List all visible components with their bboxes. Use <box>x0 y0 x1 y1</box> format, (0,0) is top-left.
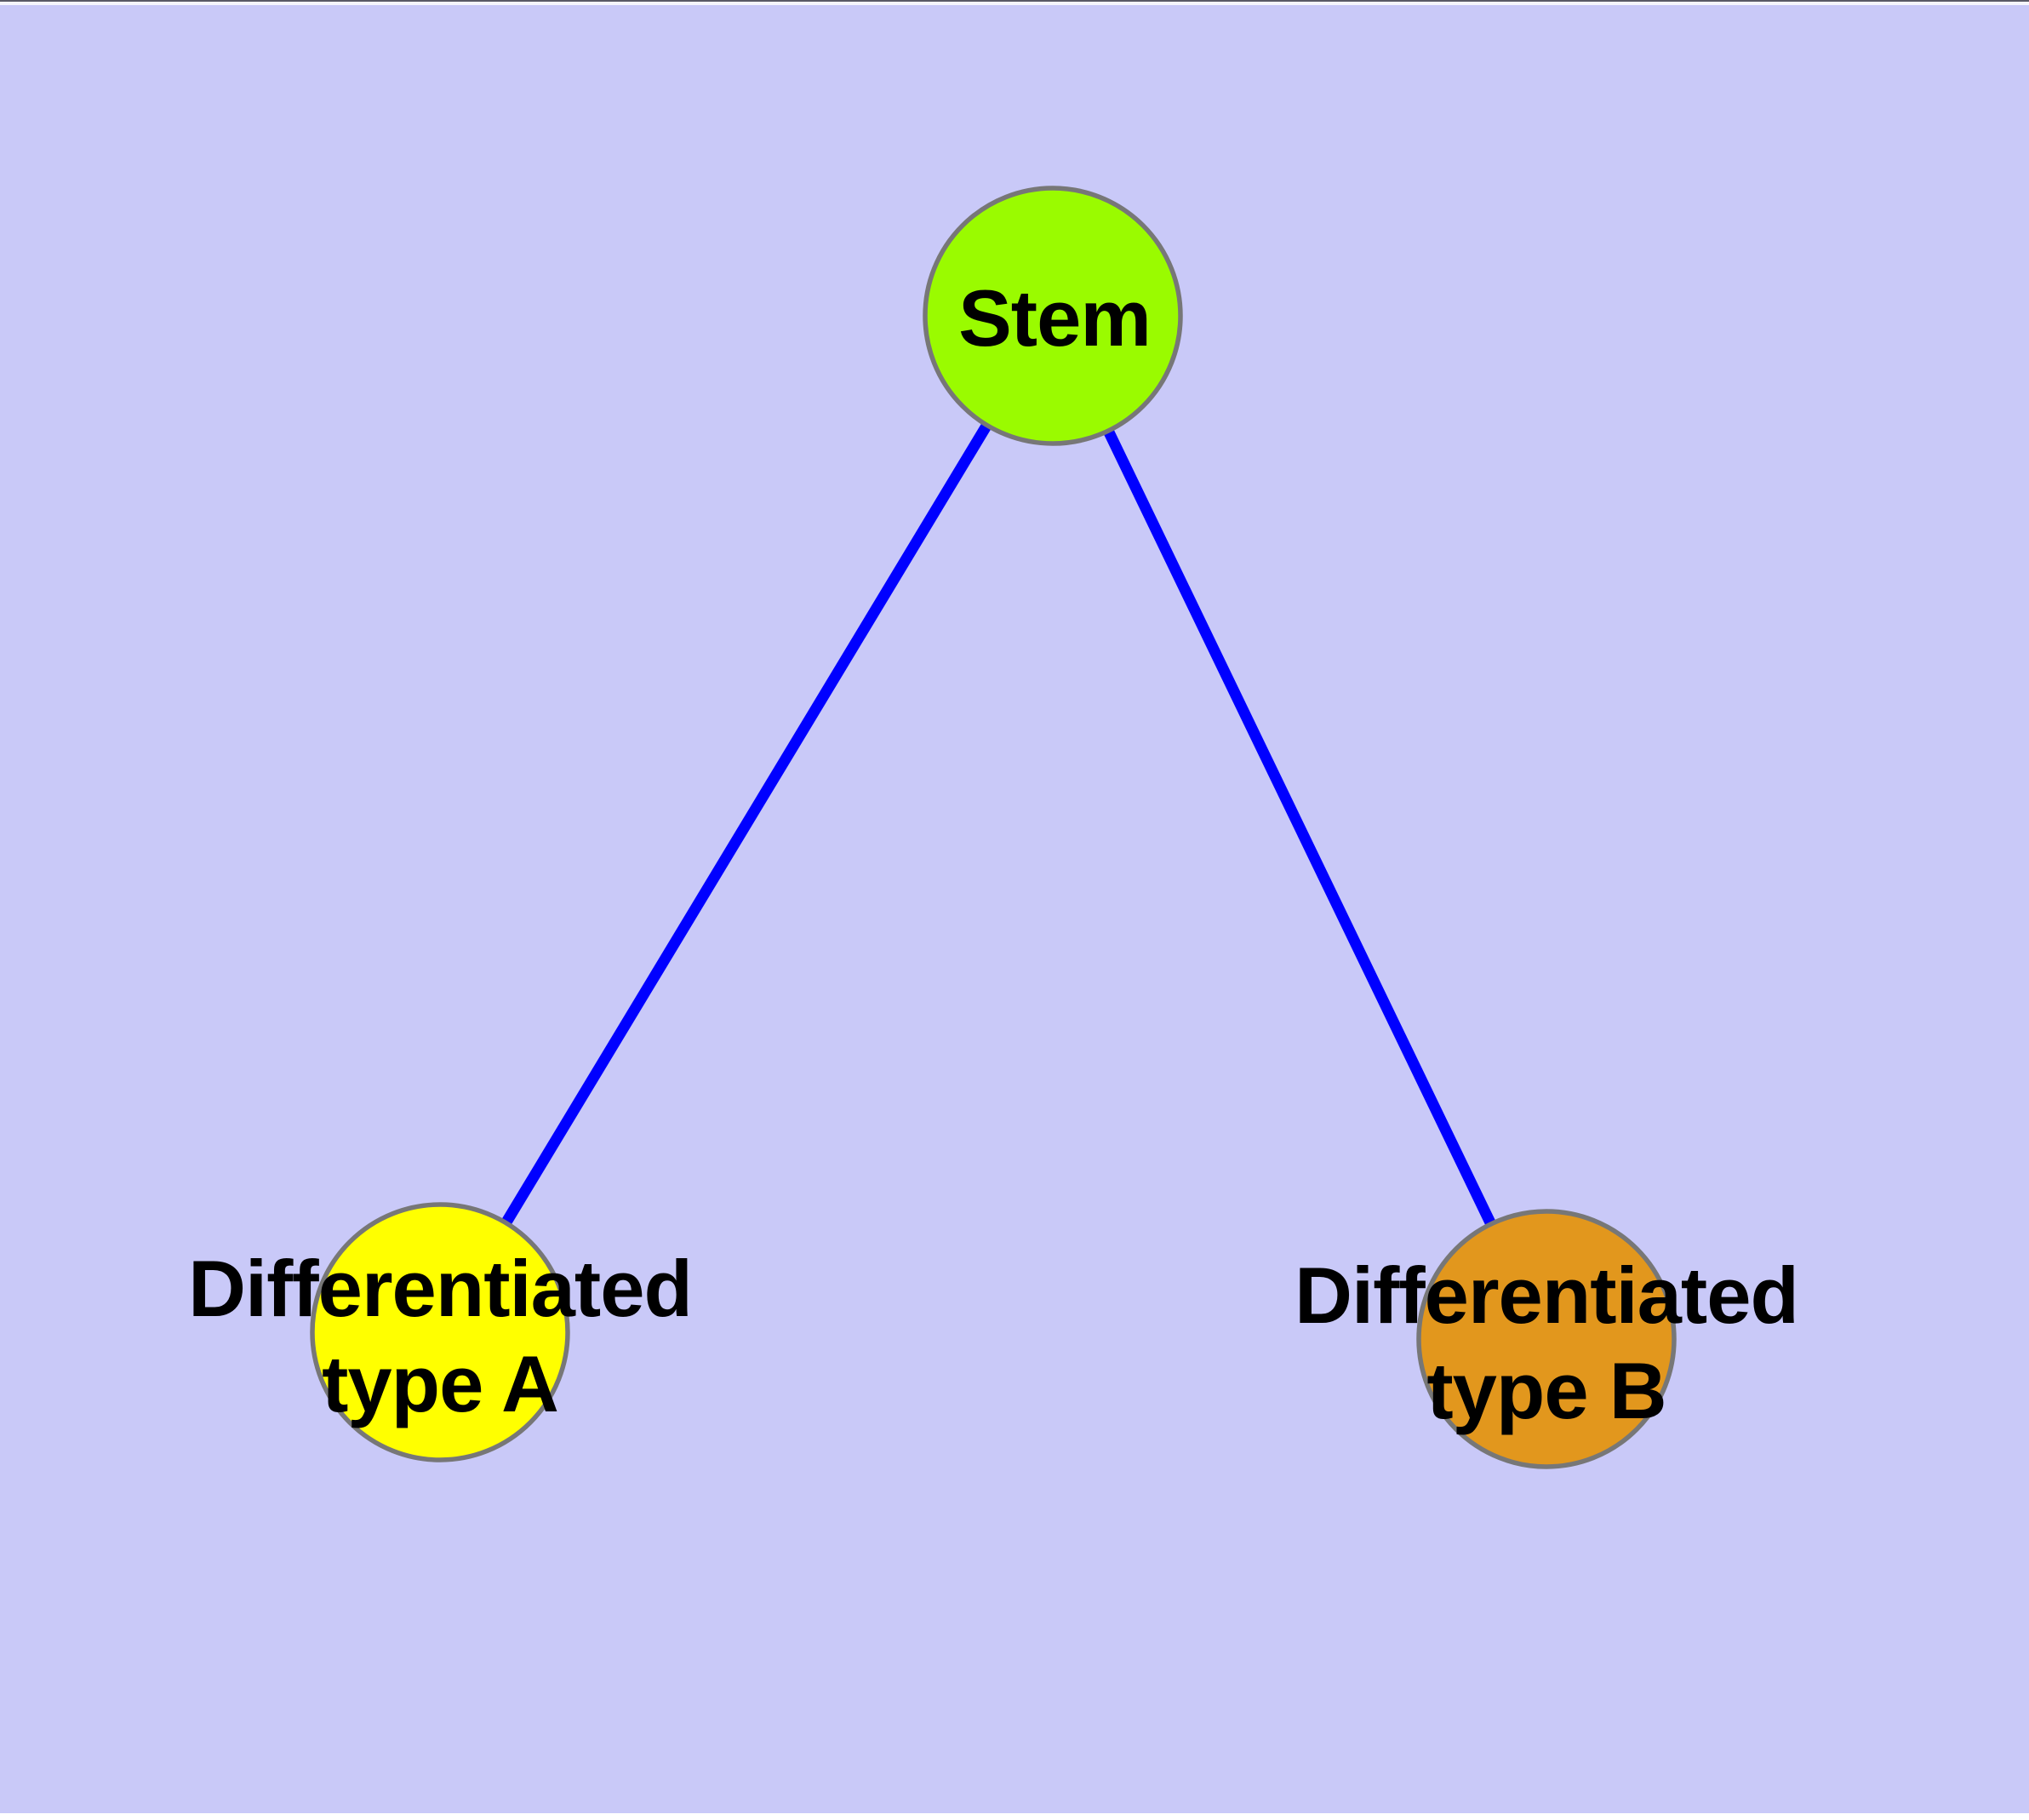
node-stem <box>923 186 1183 446</box>
screen-edge-top-line <box>0 0 2029 2</box>
screen-edge-bottom-strip <box>0 1813 2029 1820</box>
node-differentiated-type-b <box>1416 1209 1677 1469</box>
node-differentiated-type-a <box>310 1202 570 1462</box>
screen-edge-top-strip <box>0 2 2029 5</box>
edge-stem-to-type-b <box>1048 313 1552 1342</box>
edge-stem-to-type-a <box>435 312 1058 1336</box>
